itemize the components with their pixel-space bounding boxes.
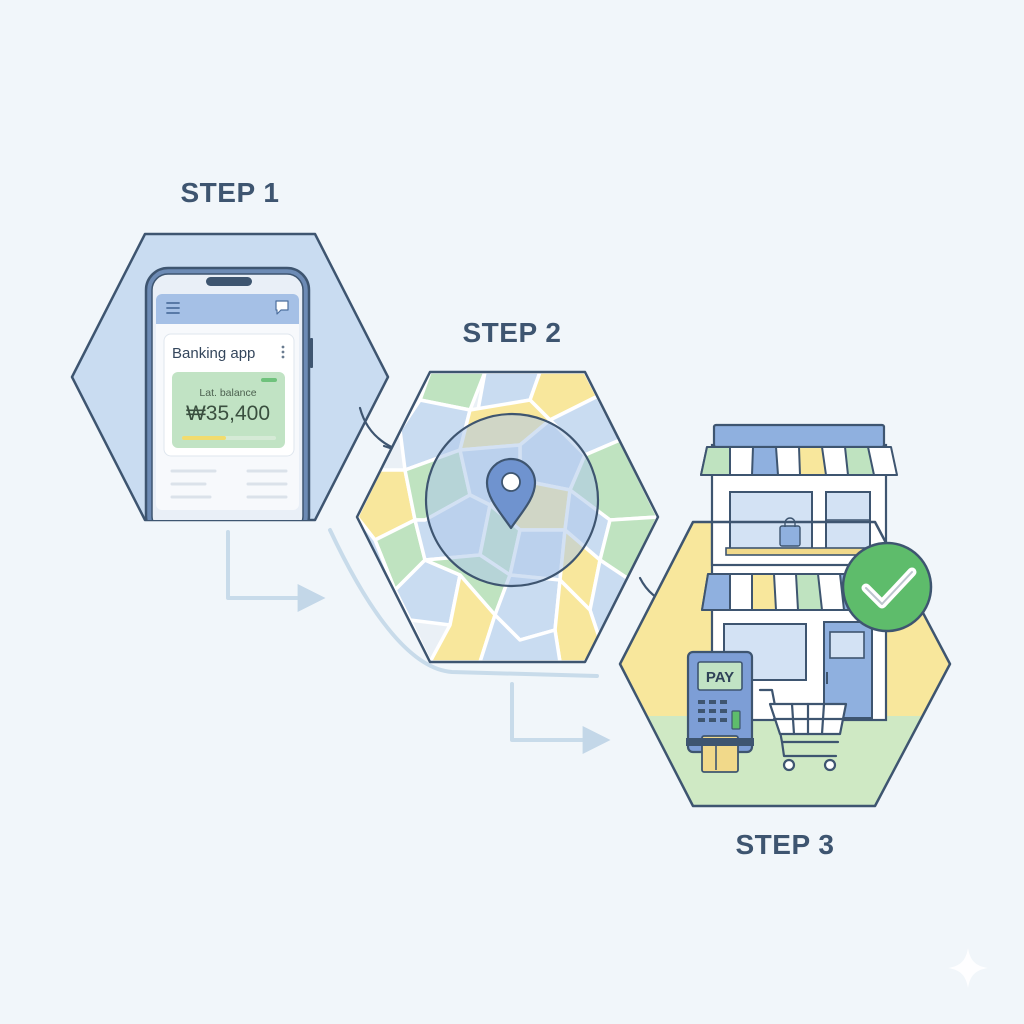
balance-indicator	[261, 378, 277, 382]
payment-terminal: PAY	[686, 650, 754, 773]
phone: Banking app Lat. balance ₩35,400	[144, 266, 313, 520]
shopping-cart-icon	[758, 688, 848, 772]
balance-card	[172, 372, 285, 448]
step-1-hexagon: Banking app Lat. balance ₩35,400	[70, 232, 390, 522]
more-vert-icon[interactable]	[281, 345, 285, 359]
app-title: Banking app	[172, 345, 255, 362]
balance-label: Lat. balance	[199, 387, 256, 399]
connector-line-2	[328, 528, 599, 678]
checkmark-icon	[841, 541, 933, 633]
connector-line-3	[510, 682, 611, 754]
step-3-label: STEP 3	[736, 829, 835, 860]
map-pin-icon[interactable]	[485, 457, 537, 530]
keypad	[698, 700, 727, 722]
connector-line-1	[226, 530, 326, 612]
sparkle-icon	[948, 948, 988, 988]
chat-icon[interactable]	[275, 300, 289, 315]
step-2-label: STEP 2	[463, 317, 562, 348]
store-upper	[700, 423, 898, 567]
step-1-label: STEP 1	[181, 177, 280, 208]
step-2-hexagon	[355, 370, 660, 664]
balance-progress-fill	[182, 436, 226, 440]
list-placeholder-lines	[170, 469, 288, 499]
balance-amount: ₩35,400	[186, 402, 270, 425]
menu-icon[interactable]	[166, 302, 180, 314]
step-3-hexagon: PAY	[618, 423, 952, 808]
pay-label: PAY	[706, 669, 734, 686]
upper-awning	[700, 446, 898, 476]
connector-lines	[226, 528, 611, 754]
